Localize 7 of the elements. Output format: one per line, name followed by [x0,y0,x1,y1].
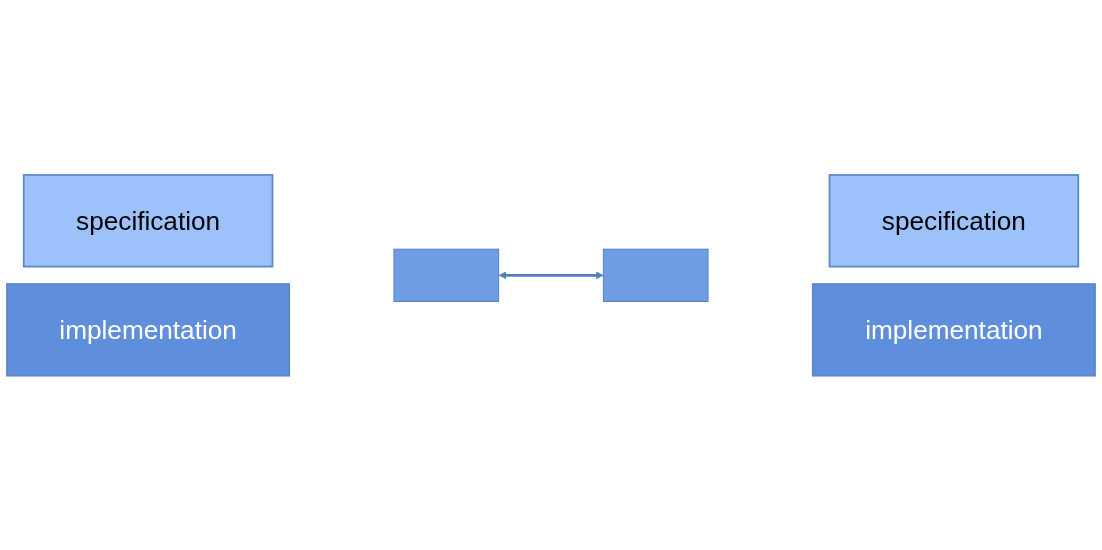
node-box: implementation [6,282,291,377]
arrow [498,271,604,279]
node-box: implementation [811,282,1096,377]
node-box: specification [22,173,274,268]
node-box: specification [828,173,1080,268]
node-box [602,248,709,302]
node-box [393,248,500,302]
